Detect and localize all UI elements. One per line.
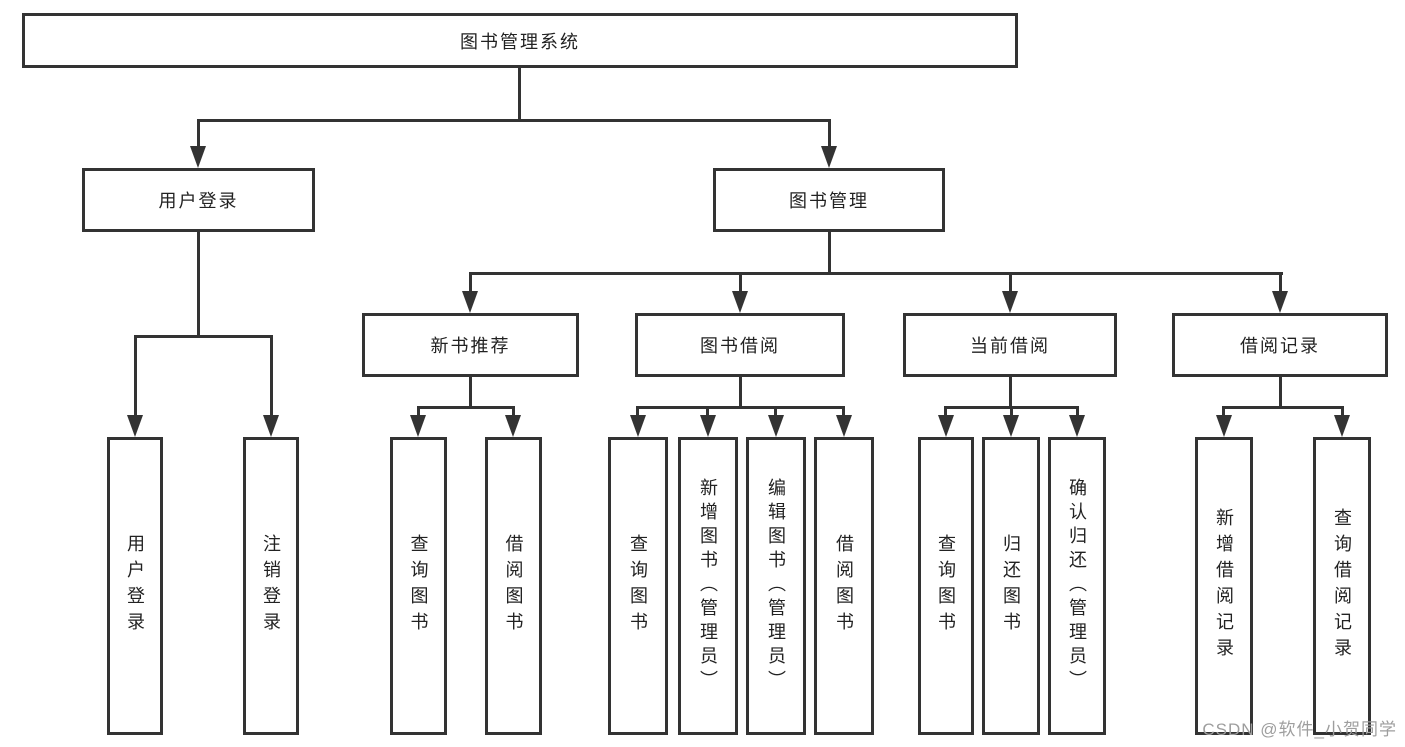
- connector-stem-user-login: [197, 119, 200, 150]
- connector-rail-level2: [197, 119, 831, 122]
- leaf-return-books: 归还图书: [982, 437, 1040, 735]
- arrow-down-icon: [263, 415, 279, 437]
- arrow-down-icon: [1003, 415, 1019, 437]
- node-borrowing-records: 借阅记录: [1172, 313, 1388, 377]
- arrow-down-icon: [1272, 291, 1288, 313]
- leaf-borrow-books: 借阅图书: [814, 437, 874, 735]
- arrow-down-icon: [630, 415, 646, 437]
- connector-user-login-stem: [197, 232, 200, 338]
- arrow-down-icon: [127, 415, 143, 437]
- connector-stem-leaf: [774, 406, 777, 418]
- connector-rail-user-login: [134, 335, 273, 338]
- connector-rail-book-borrowing: [636, 406, 844, 409]
- connector-stem-book-management: [828, 119, 831, 150]
- arrow-down-icon: [700, 415, 716, 437]
- leaf-add-books-admin: 新增图书（管理员）: [678, 437, 738, 735]
- arrow-down-icon: [1002, 291, 1018, 313]
- connector-root-stem: [518, 68, 521, 122]
- connector-stem: [469, 377, 472, 409]
- connector-stem-new-book: [469, 272, 472, 294]
- arrow-down-icon: [1069, 415, 1085, 437]
- connector-stem-leaf: [134, 335, 137, 419]
- node-book-borrowing: 图书借阅: [635, 313, 845, 377]
- connector-stem-leaf: [636, 406, 639, 418]
- connector-stem-leaf: [270, 335, 273, 419]
- node-user-login: 用户登录: [82, 168, 315, 232]
- connector-rail-new-book: [417, 406, 515, 409]
- arrow-down-icon: [1216, 415, 1232, 437]
- connector-stem-leaf: [1222, 406, 1225, 418]
- connector-stem-borrowing-records: [1279, 272, 1282, 294]
- arrow-down-icon: [505, 415, 521, 437]
- leaf-query-books: 查询图书: [608, 437, 668, 735]
- watermark: CSDN @软件_小贺同学: [1202, 720, 1397, 739]
- node-library-system: 图书管理系统: [22, 13, 1018, 68]
- connector-stem-leaf: [1010, 406, 1013, 418]
- leaf-edit-books-admin: 编辑图书（管理员）: [746, 437, 806, 735]
- leaf-add-borrow-record: 新增借阅记录: [1195, 437, 1253, 735]
- node-new-book-recommend: 新书推荐: [362, 313, 579, 377]
- leaf-user-login: 用户登录: [107, 437, 163, 735]
- arrow-down-icon: [768, 415, 784, 437]
- arrow-down-icon: [836, 415, 852, 437]
- connector-stem-leaf: [1341, 406, 1344, 418]
- arrow-down-icon: [938, 415, 954, 437]
- arrow-down-icon: [462, 291, 478, 313]
- connector-stem: [1279, 377, 1282, 409]
- leaf-query-books: 查询图书: [918, 437, 974, 735]
- connector-stem-leaf: [706, 406, 709, 418]
- connector-stem-current-borrowing: [1009, 272, 1012, 294]
- leaf-query-books: 查询图书: [390, 437, 447, 735]
- connector-rail-borrowing-records: [1222, 406, 1344, 409]
- connector-rail-level3: [469, 272, 1283, 275]
- leaf-borrow-books: 借阅图书: [485, 437, 542, 735]
- connector-stem-leaf: [842, 406, 845, 418]
- node-current-borrowing: 当前借阅: [903, 313, 1117, 377]
- arrow-down-icon: [821, 146, 837, 168]
- arrow-down-icon: [410, 415, 426, 437]
- arrow-down-icon: [1334, 415, 1350, 437]
- leaf-confirm-return-admin: 确认归还（管理员）: [1048, 437, 1106, 735]
- connector-stem-leaf: [512, 406, 515, 418]
- connector-stem-leaf: [944, 406, 947, 418]
- leaf-query-borrow-record: 查询借阅记录: [1313, 437, 1371, 735]
- leaf-logout: 注销登录: [243, 437, 299, 735]
- connector-stem: [739, 377, 742, 409]
- arrow-down-icon: [190, 146, 206, 168]
- connector-stem-leaf: [1076, 406, 1079, 418]
- arrow-down-icon: [732, 291, 748, 313]
- connector-stem-leaf: [417, 406, 420, 418]
- connector-book-management-stem: [828, 232, 831, 275]
- connector-stem-book-borrowing: [739, 272, 742, 294]
- connector-stem: [1009, 377, 1012, 409]
- node-book-management: 图书管理: [713, 168, 945, 232]
